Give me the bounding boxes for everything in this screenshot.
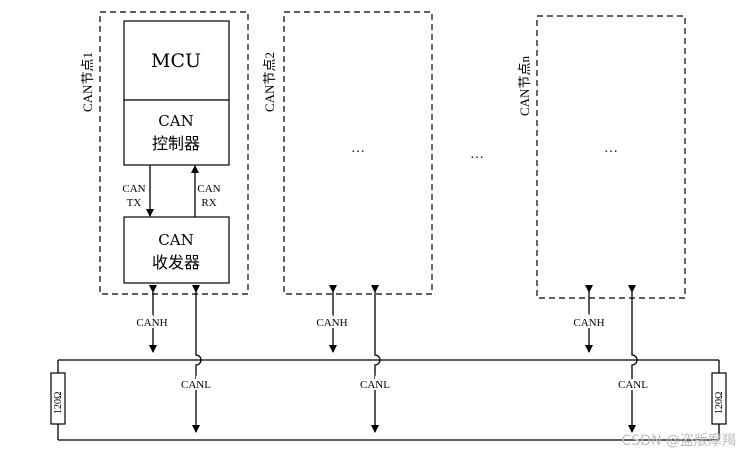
node2-ellipsis: …	[351, 141, 365, 156]
transceiver-label-1: CAN	[158, 231, 193, 249]
can-tx-label-2: TX	[127, 197, 142, 209]
node1-label: CAN节点1	[80, 52, 95, 112]
can-tx-label-1: CAN	[122, 183, 145, 195]
node2-label: CAN节点2	[262, 52, 277, 112]
noden-canl-label: CANL	[618, 379, 648, 391]
left-resistor-label: 120Ω	[53, 392, 64, 414]
left-resistor	[50, 372, 66, 425]
between-ellipsis: …	[470, 147, 484, 162]
noden-canh-label: CANH	[573, 317, 604, 329]
noden-ellipsis: …	[604, 141, 618, 156]
node2-canl-link	[371, 285, 381, 433]
mcu-label: MCU	[151, 50, 201, 72]
transceiver-label-2: 收发器	[152, 253, 200, 272]
right-resistor	[711, 372, 727, 425]
controller-box	[123, 99, 230, 166]
node1-canl-label: CANL	[181, 379, 211, 391]
noden-canl-link	[628, 285, 638, 433]
controller-label-1: CAN	[158, 112, 193, 130]
right-resistor-label: 120Ω	[714, 392, 725, 414]
can-rx-label-2: RX	[201, 197, 216, 209]
transceiver-box	[123, 216, 230, 284]
node2-canl-label: CANL	[360, 379, 390, 391]
noden-label: CAN节点n	[517, 56, 532, 116]
noden-box	[536, 15, 686, 299]
node1-box	[99, 11, 249, 295]
node2-box	[283, 11, 433, 295]
can-rx-label-1: CAN	[197, 183, 220, 195]
node1-canh-label: CANH	[136, 317, 167, 329]
controller-label-2: 控制器	[152, 134, 200, 153]
node2-canh-label: CANH	[316, 317, 347, 329]
node1-canl-link	[192, 285, 202, 433]
watermark: CSDN @盗版摩羯	[621, 433, 736, 449]
